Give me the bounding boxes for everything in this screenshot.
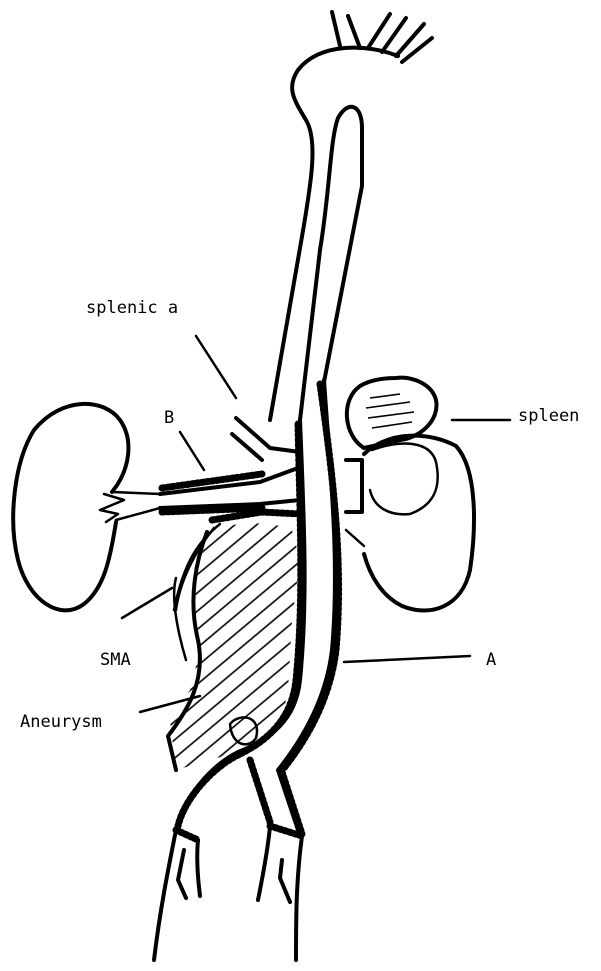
leader-lines [122,336,510,712]
label-sma: SMA [100,652,131,669]
label-aneurysm: Aneurysm [20,714,102,731]
label-spleen: spleen [518,408,579,425]
aneurysm-sac [160,510,310,780]
label-splenic-artery: splenic a [86,300,178,317]
label-b: B [164,410,174,427]
right-kidney [346,436,474,611]
iliac-arteries [154,826,302,960]
label-a: A [486,652,496,669]
left-kidney [13,404,160,610]
aortic-arch [270,12,432,420]
